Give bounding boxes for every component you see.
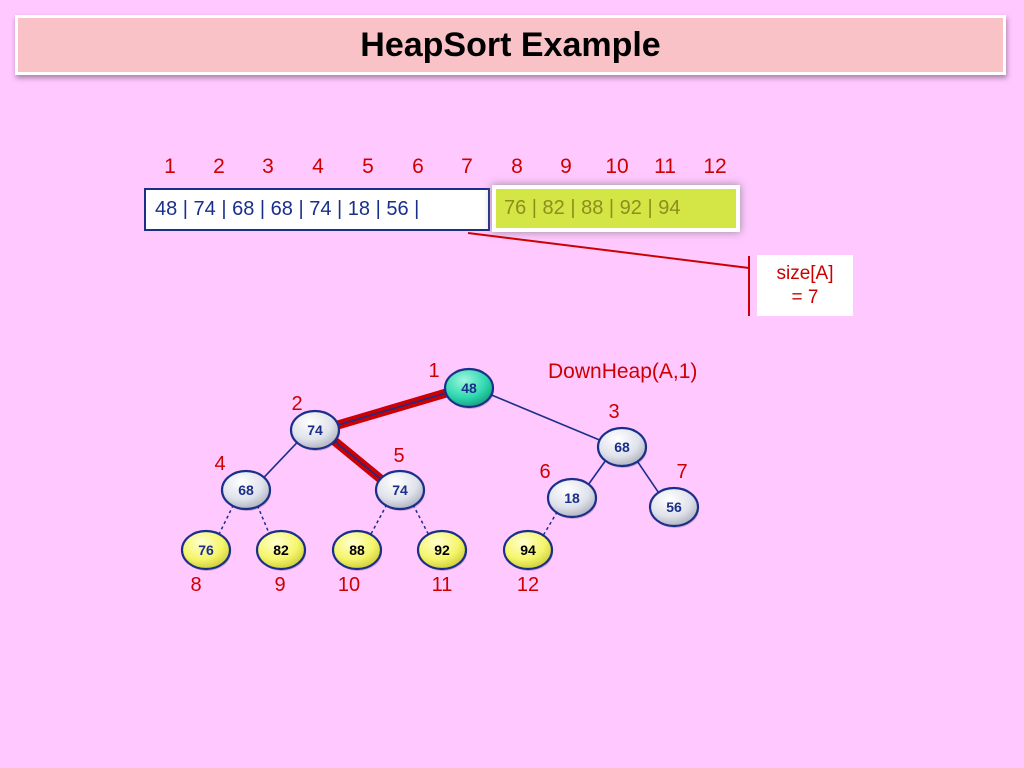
node-position-label: 3 xyxy=(608,401,619,423)
node-position-label: 6 xyxy=(539,461,550,483)
size-pointer-line xyxy=(467,232,750,269)
node-circle xyxy=(416,529,468,571)
heap-node-3: 68 xyxy=(596,426,648,468)
node-value: 82 xyxy=(273,542,289,558)
node-position-label: 5 xyxy=(393,445,404,467)
heap-node-5: 74 xyxy=(374,469,426,511)
node-circle xyxy=(331,529,383,571)
tree-edge xyxy=(336,391,448,427)
array-index: 4 xyxy=(312,155,324,178)
node-value: 88 xyxy=(349,542,365,558)
heap-node-7: 56 xyxy=(648,486,700,528)
node-position-label: 7 xyxy=(676,461,687,483)
heap-node-4: 68 xyxy=(220,469,272,511)
node-circle xyxy=(648,486,700,528)
node-value: 56 xyxy=(666,499,682,515)
node-position-label: 11 xyxy=(432,574,453,596)
node-value: 94 xyxy=(520,542,536,558)
slide-title: HeapSort Example xyxy=(360,25,661,64)
node-circle xyxy=(220,469,272,511)
node-circle xyxy=(546,477,598,519)
array-index: 9 xyxy=(560,155,572,178)
tree-edge-dotted xyxy=(412,504,430,536)
tree-edge xyxy=(262,441,299,479)
sorted-array-box: 76 | 82 | 88 | 92 | 94 xyxy=(492,185,740,232)
heap-node-12: 94 xyxy=(502,529,554,571)
array-index: 11 xyxy=(654,155,676,178)
node-position-label: 10 xyxy=(338,574,360,596)
node-circle xyxy=(255,529,307,571)
sorted-array-values: 76 | 82 | 88 | 92 | 94 xyxy=(504,197,681,219)
tree-edge xyxy=(333,439,382,481)
array-index: 3 xyxy=(262,155,274,178)
array-index: 6 xyxy=(412,155,424,178)
heap-array-values: 48 | 74 | 68 | 68 | 74 | 18 | 56 | xyxy=(155,198,420,220)
heap-node-11: 92 xyxy=(416,529,468,571)
tree-edge xyxy=(636,460,660,494)
heap-node-9: 82 xyxy=(255,529,307,571)
heap-node-6: 18 xyxy=(546,477,598,519)
array-index: 7 xyxy=(461,155,473,178)
tree-edge-dotted xyxy=(256,505,271,535)
array-index: 5 xyxy=(362,155,374,178)
node-position-label: 4 xyxy=(214,453,225,475)
node-value: 74 xyxy=(307,422,323,438)
node-value: 92 xyxy=(434,542,450,558)
tree-edge-dotted xyxy=(369,504,388,536)
node-circle xyxy=(596,426,648,468)
tree-edge-dotted xyxy=(217,504,235,536)
node-value: 18 xyxy=(564,490,580,506)
tree-edge xyxy=(489,393,602,442)
node-value: 68 xyxy=(614,439,630,455)
operation-label: DownHeap(A,1) xyxy=(548,360,698,383)
node-value: 74 xyxy=(392,482,408,498)
array-index: 10 xyxy=(605,155,629,178)
node-position-label: 12 xyxy=(517,574,539,596)
node-value: 76 xyxy=(198,542,214,558)
node-circle xyxy=(180,529,232,571)
tree-edge-dotted xyxy=(542,511,558,537)
node-circle xyxy=(502,529,554,571)
node-position-label: 8 xyxy=(190,574,201,596)
node-value: 48 xyxy=(461,380,477,396)
array-index: 1 xyxy=(164,155,176,178)
heap-array-box: 48 | 74 | 68 | 68 | 74 | 18 | 56 | xyxy=(144,188,490,231)
tree-edge xyxy=(587,459,607,486)
node-position-label: 9 xyxy=(274,574,285,596)
array-index: 12 xyxy=(703,155,727,178)
array-index: 2 xyxy=(213,155,225,178)
array-index: 8 xyxy=(511,155,523,178)
heap-node-8: 76 xyxy=(180,529,232,571)
size-value: = 7 xyxy=(791,286,819,308)
node-value: 68 xyxy=(238,482,254,498)
size-callout: size[A] = 7 xyxy=(757,255,853,316)
node-circle xyxy=(443,367,495,409)
node-circle xyxy=(289,409,341,451)
node-circle xyxy=(374,469,426,511)
size-callout-bar xyxy=(748,256,750,316)
heap-node-2: 74 xyxy=(289,409,341,451)
node-position-label: 2 xyxy=(291,393,302,415)
heap-node-1: 48 xyxy=(443,367,495,409)
title-bar: HeapSort Example xyxy=(15,15,1006,75)
size-label: size[A] xyxy=(776,262,834,284)
node-position-label: 1 xyxy=(428,360,439,382)
heap-node-10: 88 xyxy=(331,529,383,571)
tree-edges xyxy=(217,388,660,537)
